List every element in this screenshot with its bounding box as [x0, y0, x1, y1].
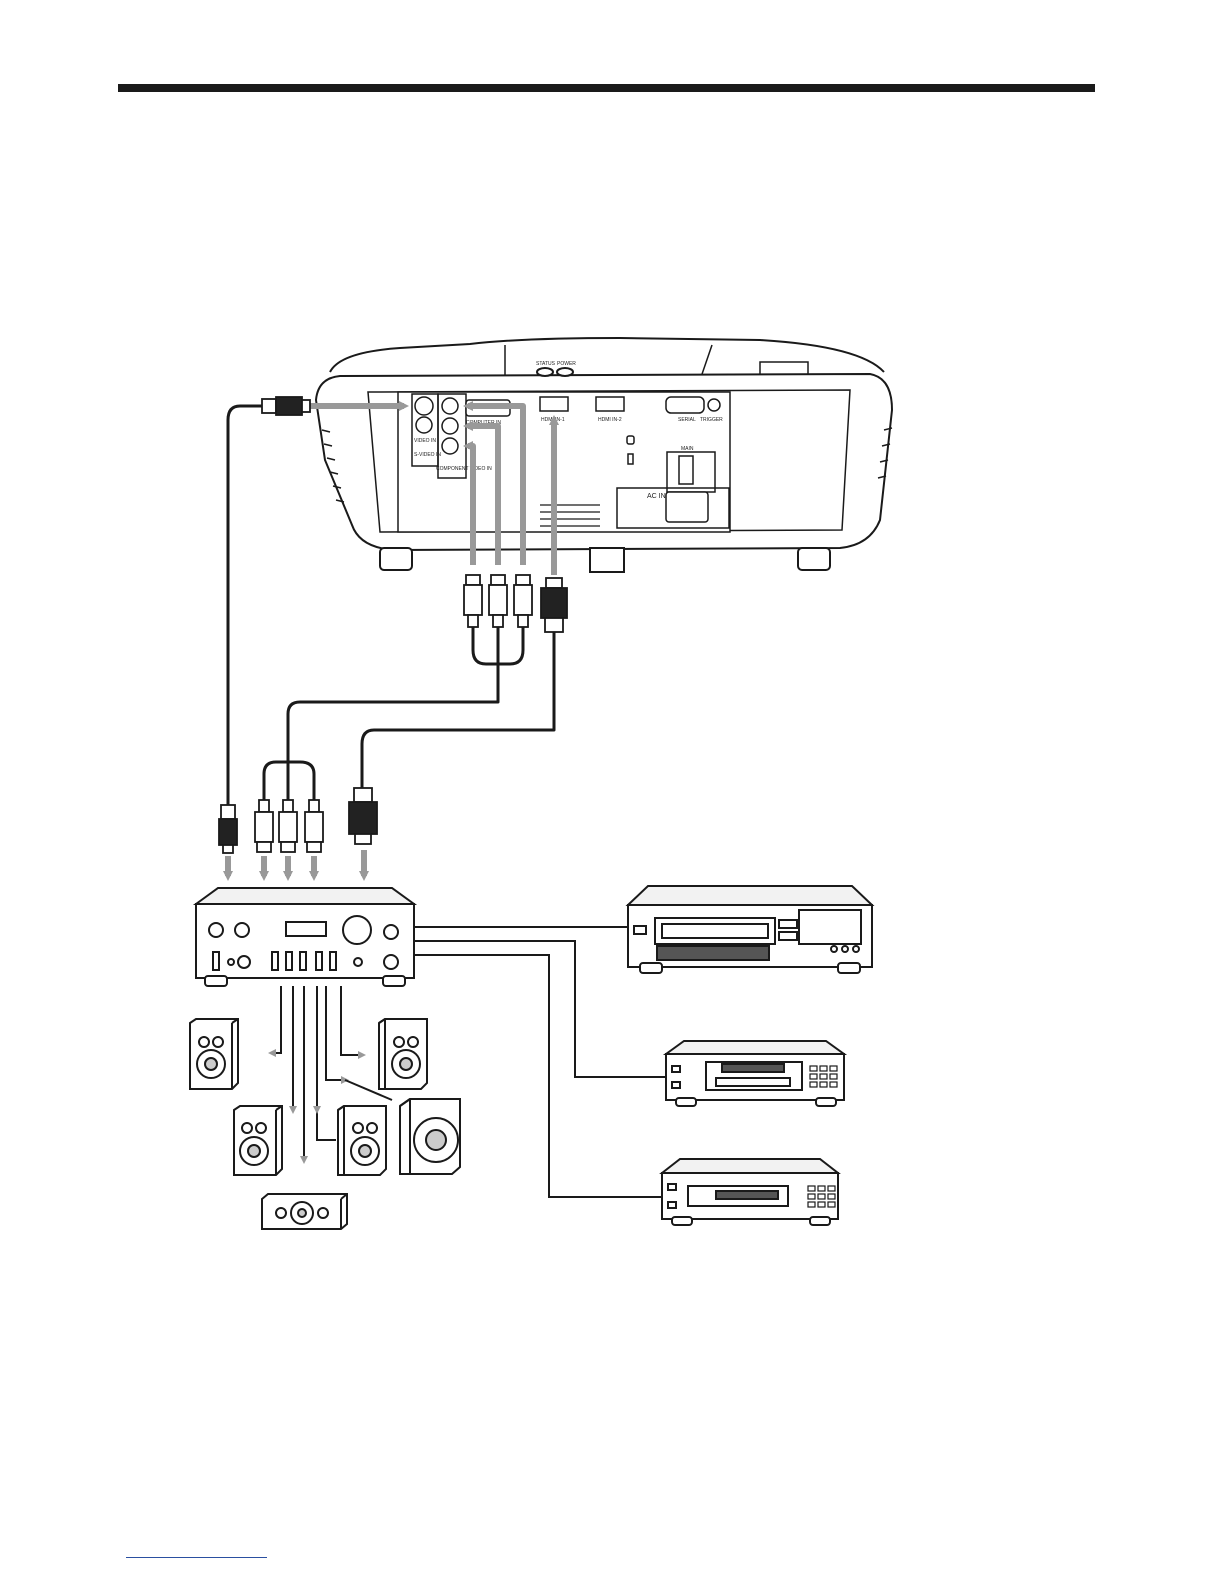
video-in-label: VIDEO IN	[414, 438, 436, 444]
rca-plugs-top	[464, 575, 532, 627]
power-label: POWER	[557, 361, 576, 367]
ac-inlet[interactable]	[666, 492, 708, 522]
projector-foot-right	[798, 548, 830, 570]
projector	[316, 338, 892, 572]
kensington-slot	[628, 454, 633, 464]
hdmi1-port[interactable]	[540, 397, 568, 411]
speaker-front-right	[379, 1019, 427, 1089]
speaker-center	[262, 1194, 347, 1229]
svideo-port[interactable]	[415, 397, 433, 415]
vcr	[628, 886, 872, 973]
hdmi-cable	[362, 632, 554, 790]
svideo-plug-top	[262, 399, 276, 413]
status-lamp	[537, 368, 553, 376]
trigger-port[interactable]	[708, 399, 720, 411]
hdmi-plug-bottom	[354, 788, 372, 802]
status-label: STATUS	[536, 361, 556, 367]
cd-player	[666, 1041, 844, 1106]
dvd-player	[662, 1159, 838, 1225]
speaker-surround-left	[234, 1106, 282, 1175]
av-amplifier	[196, 888, 414, 986]
lock-icon	[627, 436, 634, 444]
component-pb-port[interactable]	[442, 418, 458, 434]
serial-label: SERIAL	[678, 417, 696, 423]
hdmi-plug-top	[546, 578, 562, 588]
component-y-port[interactable]	[442, 398, 458, 414]
hdmi2-port[interactable]	[596, 397, 624, 411]
speaker-surround-right	[338, 1106, 386, 1175]
ac-in-label: AC IN	[647, 493, 666, 500]
component-cable-mid	[288, 690, 498, 762]
component-cable-lower	[264, 762, 314, 800]
power-lamp	[557, 368, 573, 376]
video-port[interactable]	[416, 417, 432, 433]
footer-rule	[126, 1557, 267, 1558]
trigger-label: TRIGGER	[700, 417, 723, 423]
speaker-front-left	[190, 1019, 238, 1089]
projector-foot-left	[380, 548, 412, 570]
rca-plugs-bottom	[255, 800, 323, 852]
component-video-in-label: COMPONENT VIDEO IN	[436, 466, 492, 472]
svideo-cable	[228, 406, 262, 808]
amp-input-arrows	[228, 850, 364, 876]
component-pr-port[interactable]	[442, 438, 458, 454]
component-cable-upper	[473, 625, 523, 700]
main-power-switch[interactable]	[679, 456, 693, 484]
svideo-plug-body	[276, 397, 302, 415]
hdmi2-label: HDMI IN-2	[598, 417, 622, 423]
svideo-in-label: S-VIDEO IN	[414, 452, 441, 458]
main-switch-label: MAIN	[681, 446, 694, 452]
svideo-plug-bottom	[219, 819, 237, 845]
serial-port[interactable]	[666, 397, 704, 413]
subwoofer	[400, 1099, 460, 1174]
projector-foot-center	[590, 548, 624, 572]
